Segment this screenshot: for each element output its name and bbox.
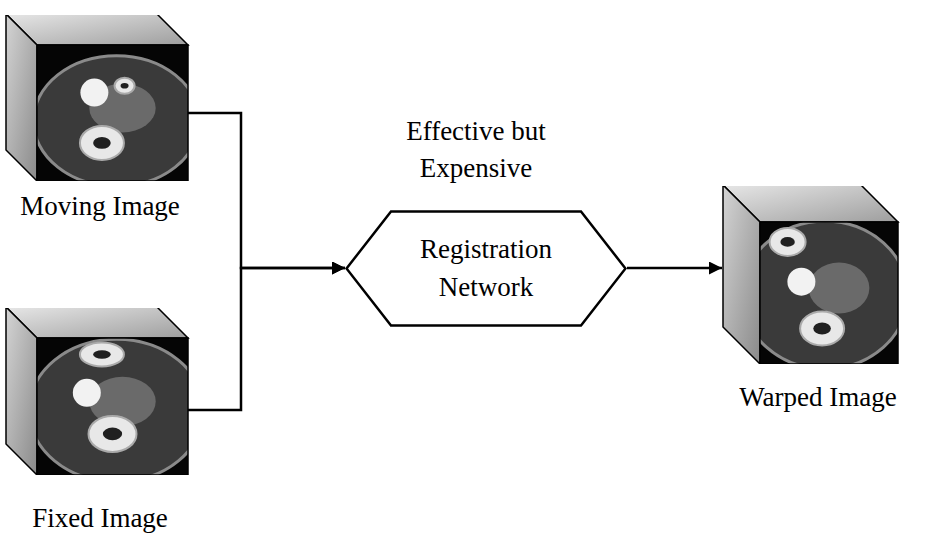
ct-detail	[103, 428, 122, 441]
cube-side-face	[6, 308, 37, 475]
ct-detail	[121, 83, 129, 89]
flow-arrow	[627, 267, 722, 270]
ct-spine	[80, 79, 108, 107]
network-hexagon: Registration Network	[345, 210, 627, 327]
cube-front-face	[37, 338, 188, 475]
image-caption: Fixed Image	[0, 501, 200, 536]
image-volume: Fixed Image	[0, 308, 200, 536]
cube-front-face	[37, 45, 188, 181]
ct-detail	[93, 350, 111, 358]
cube-side-face	[6, 15, 37, 181]
flow-arrow	[188, 268, 345, 410]
volume-cube	[0, 15, 200, 181]
ct-kidney	[80, 126, 124, 160]
ct-kidney	[800, 312, 844, 346]
volume-cube	[718, 186, 918, 364]
cube-front-face	[760, 222, 898, 364]
ct-detail	[813, 323, 831, 335]
ct-kidney	[80, 342, 124, 366]
ct-kidney	[89, 416, 137, 452]
ct-organ	[809, 262, 870, 313]
ct-kidney	[770, 228, 806, 256]
image-caption: Warped Image	[718, 380, 918, 415]
network-label: Registration Network	[391, 231, 581, 306]
ct-body	[37, 339, 188, 475]
ct-kidney	[115, 78, 135, 94]
ct-body	[37, 56, 188, 181]
hexagon-text-area: Registration Network	[345, 210, 627, 327]
hexagon-shape	[347, 212, 626, 326]
ct-slice	[760, 222, 898, 364]
image-caption: Moving Image	[0, 189, 200, 224]
ct-detail	[93, 137, 111, 149]
ct-detail	[780, 237, 794, 247]
hexagon-outline	[345, 210, 627, 327]
image-volume: Moving Image	[0, 15, 200, 224]
ct-slice	[37, 45, 188, 181]
ct-spine	[787, 268, 815, 296]
ct-slice	[37, 338, 188, 475]
volume-cube	[0, 308, 200, 475]
ct-body	[760, 222, 898, 364]
flow-arrow	[188, 113, 345, 268]
cube-side-face	[723, 186, 760, 364]
ct-spine	[73, 379, 101, 407]
note-label: Effective but Expensive	[366, 113, 586, 188]
image-volume: Warped Image	[718, 186, 918, 415]
